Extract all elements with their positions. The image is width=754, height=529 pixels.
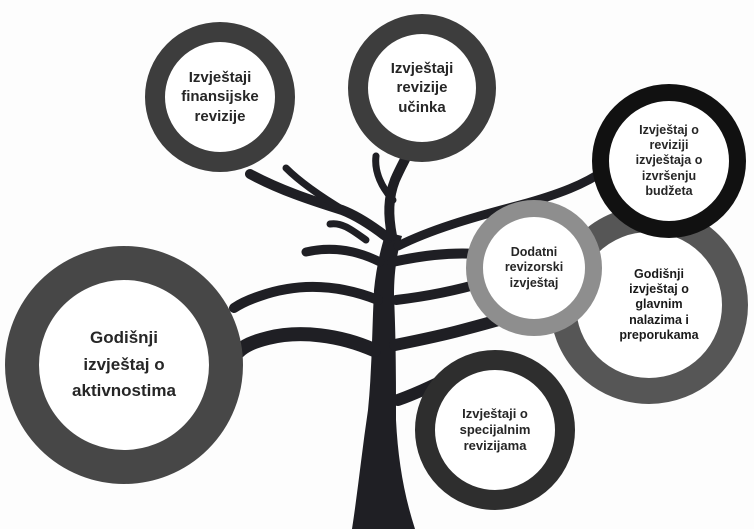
branch-to-financial-2 [282, 164, 349, 215]
tree-trunk [352, 232, 415, 529]
branch-left-middle [229, 281, 383, 313]
branch-left-lower [231, 327, 381, 359]
branch-inner-left [326, 220, 370, 244]
branch-to-additional [387, 248, 483, 267]
branch-to-performance-2 [372, 152, 397, 204]
branch-left-upper [301, 244, 385, 267]
branch-to-financial [245, 169, 393, 243]
branch-to-performance [384, 143, 415, 241]
